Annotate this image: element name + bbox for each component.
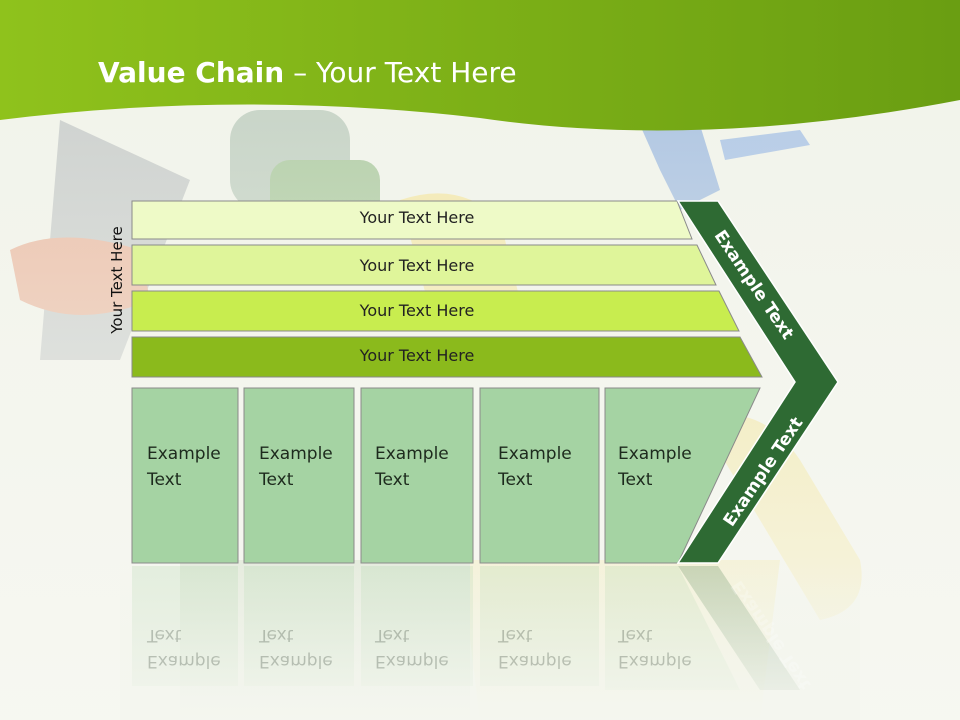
- row-label-1: Your Text Here: [359, 208, 475, 227]
- column-label-4-line2: Text: [498, 470, 533, 490]
- column-label-3: Example Text: [375, 441, 475, 493]
- row-label-3: Your Text Here: [359, 301, 475, 320]
- column-box-1: [131, 387, 239, 564]
- column-label-3-line2: Text: [375, 470, 410, 490]
- column-label-4-line1: Example: [498, 444, 572, 464]
- title-rest: – Your Text Here: [284, 56, 517, 89]
- column-label-5-line1: Example: [618, 444, 692, 464]
- column-label-5-line2: Text: [618, 470, 653, 490]
- title-bold: Value Chain: [98, 56, 285, 89]
- column-label-3-line1: Example: [375, 444, 449, 464]
- column-box-3: [360, 387, 474, 564]
- row-label-4: Your Text Here: [359, 346, 475, 365]
- row-bar-3: [131, 290, 740, 332]
- column-label-4: Example Text: [498, 441, 598, 493]
- row-label-2: Your Text Here: [359, 256, 475, 275]
- row-bar-4: [131, 336, 763, 378]
- row-bar-1: [131, 200, 693, 240]
- column-label-1: Example Text: [147, 441, 247, 493]
- column-label-2-line1: Example: [259, 444, 333, 464]
- column-label-5: Example Text: [618, 441, 718, 493]
- page-title: Value Chain – Your Text Here: [98, 56, 517, 89]
- row-bar-2: [131, 244, 717, 286]
- header-band: [0, 0, 960, 131]
- column-label-2-line2: Text: [259, 470, 294, 490]
- column-label-1-line1: Example: [147, 444, 221, 464]
- column-box-4: [479, 387, 600, 564]
- column-label-1-line2: Text: [147, 470, 182, 490]
- column-box-2: [243, 387, 355, 564]
- column-label-2: Example Text: [259, 441, 359, 493]
